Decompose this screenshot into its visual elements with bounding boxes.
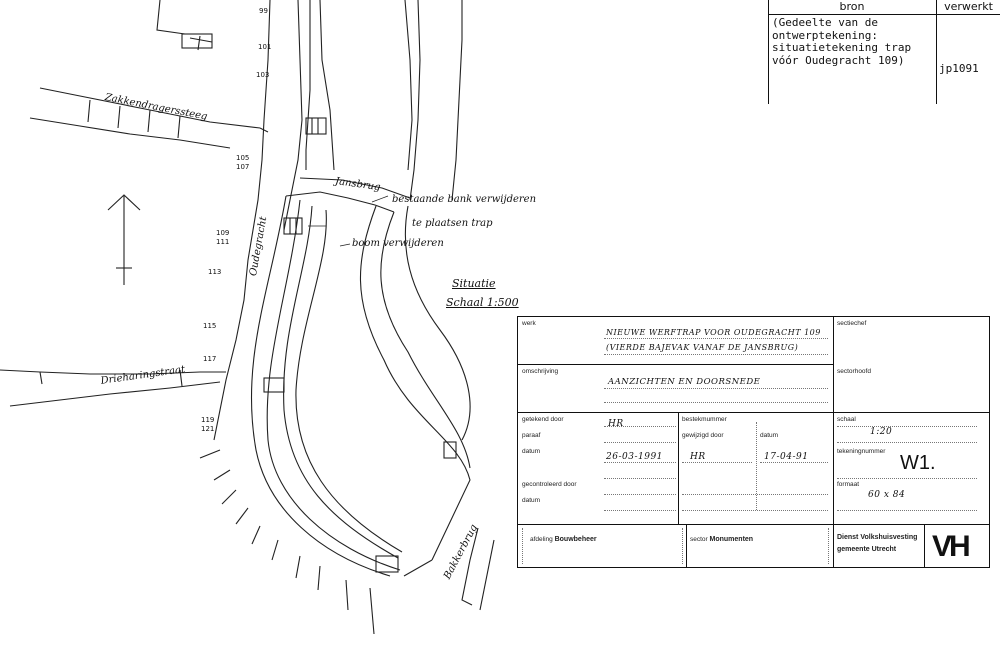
label-sectiechef: sectiechef [837,320,867,327]
vh-logo: VH [932,530,971,563]
label-datum-top: datum [760,432,779,439]
entry-line [604,510,676,511]
entry-line [837,442,977,443]
sector-name: Monumenten [709,536,754,543]
label-schaal: schaal [837,416,856,423]
house-number: 121 [201,425,215,433]
entry-line [604,442,676,443]
label-bestekmummer: bestekmummer [682,416,727,423]
dotted-mark [682,528,683,564]
dotted-mark [828,528,829,564]
label-omschrijving: omschrijving [522,368,559,375]
paraaf-value: HR [690,452,706,462]
entry-line [604,426,676,427]
entry-line [682,510,828,511]
title-block-divider [833,524,834,568]
source-reference: jp1091 [939,62,979,75]
title-block-divider [678,412,679,524]
dienst-line-1: Dienst Volkshuisvesting [837,534,918,541]
north-arrow-icon [107,194,141,285]
house-number: 111 [216,238,230,246]
formaat-value: 60 x 84 [868,490,906,500]
processed-header: verwerkt [944,0,993,13]
source-header: bron [839,0,865,13]
gewijzigd-datum-value: 17-04-91 [764,452,809,462]
entry-line [682,494,828,495]
entry-line [604,338,828,339]
house-number: 117 [203,355,217,363]
entry-line [604,402,828,403]
dotted-mark [756,422,757,510]
note-new-stairs: te plaatsen trap [412,218,493,229]
title-block-rule [517,412,990,413]
entry-line [604,494,676,495]
entry-line [604,478,676,479]
note-remove-tree: boom verwijderen [352,238,444,249]
house-number: 113 [208,268,222,276]
label-gewijzigd-door: gewijzigd door [682,432,724,439]
entry-line [682,462,752,463]
dotted-mark [522,528,523,564]
title-block-divider [924,524,925,568]
scale-note: Schaal 1:500 [446,296,519,309]
entry-line [760,462,828,463]
title-block-rule [517,364,833,365]
house-number: 105 [236,154,250,162]
entry-line [837,426,977,427]
title-block-divider [833,316,834,524]
datum-value: 26-03-1991 [606,452,663,462]
entry-line [604,462,676,463]
tekeningnummer-value: W1. [900,452,936,474]
sector-cell: sector Monumenten [690,536,753,544]
label-datum: datum [522,448,541,455]
label-werk: werk [522,320,536,327]
schaal-value: 1:20 [870,427,893,437]
entry-line [837,478,977,479]
source-box-header [768,0,1000,15]
afdeling-name: Bouwbeheer [554,536,597,543]
source-description: (Gedeelte van de ontwerptekening: situat… [772,16,912,67]
house-number: 101 [258,43,272,51]
house-number: 115 [203,322,217,330]
entry-line [604,354,828,355]
afdeling-prefix: afdeling [530,536,553,543]
entry-line [837,510,977,511]
label-gecontroleerd-door: gecontroleerd door [522,481,577,488]
source-box [768,0,1000,104]
label-datum-bottom: datum [522,497,541,504]
label-paraaf: paraaf [522,432,541,439]
label-tekeningnummer: tekeningnummer [837,448,886,455]
title-block [517,316,990,568]
house-number: 107 [236,163,250,171]
werk-line-1: NIEUWE WERFTRAP VOOR OUDEGRACHT 109 [606,328,821,337]
getekend-value: HR [608,419,624,429]
house-number: 119 [201,416,215,424]
house-number: 99 [259,7,268,15]
dienst-line-2: gemeente Utrecht [837,546,897,553]
label-sectorhoofd: sectorhoofd [837,368,871,375]
entry-line [604,388,828,389]
afdeling-cell: afdeling Bouwbeheer [530,536,597,544]
note-remove-bench: bestaande bank verwijderen [392,194,537,205]
label-formaat: formaat [837,481,860,488]
label-getekend-door: getekend door [522,416,564,423]
title-block-divider [686,524,687,568]
source-box-divider [936,0,937,104]
omschrijving-value: AANZICHTEN EN DOORSNEDE [608,377,761,387]
sector-prefix: sector [690,536,708,543]
title-block-rule [517,524,990,525]
situation-title: Situatie [452,277,496,290]
werk-line-2: (VIERDE BAJEVAK VANAF DE JANSBRUG) [606,343,799,352]
house-number: 109 [216,229,230,237]
house-number: 103 [256,71,270,79]
